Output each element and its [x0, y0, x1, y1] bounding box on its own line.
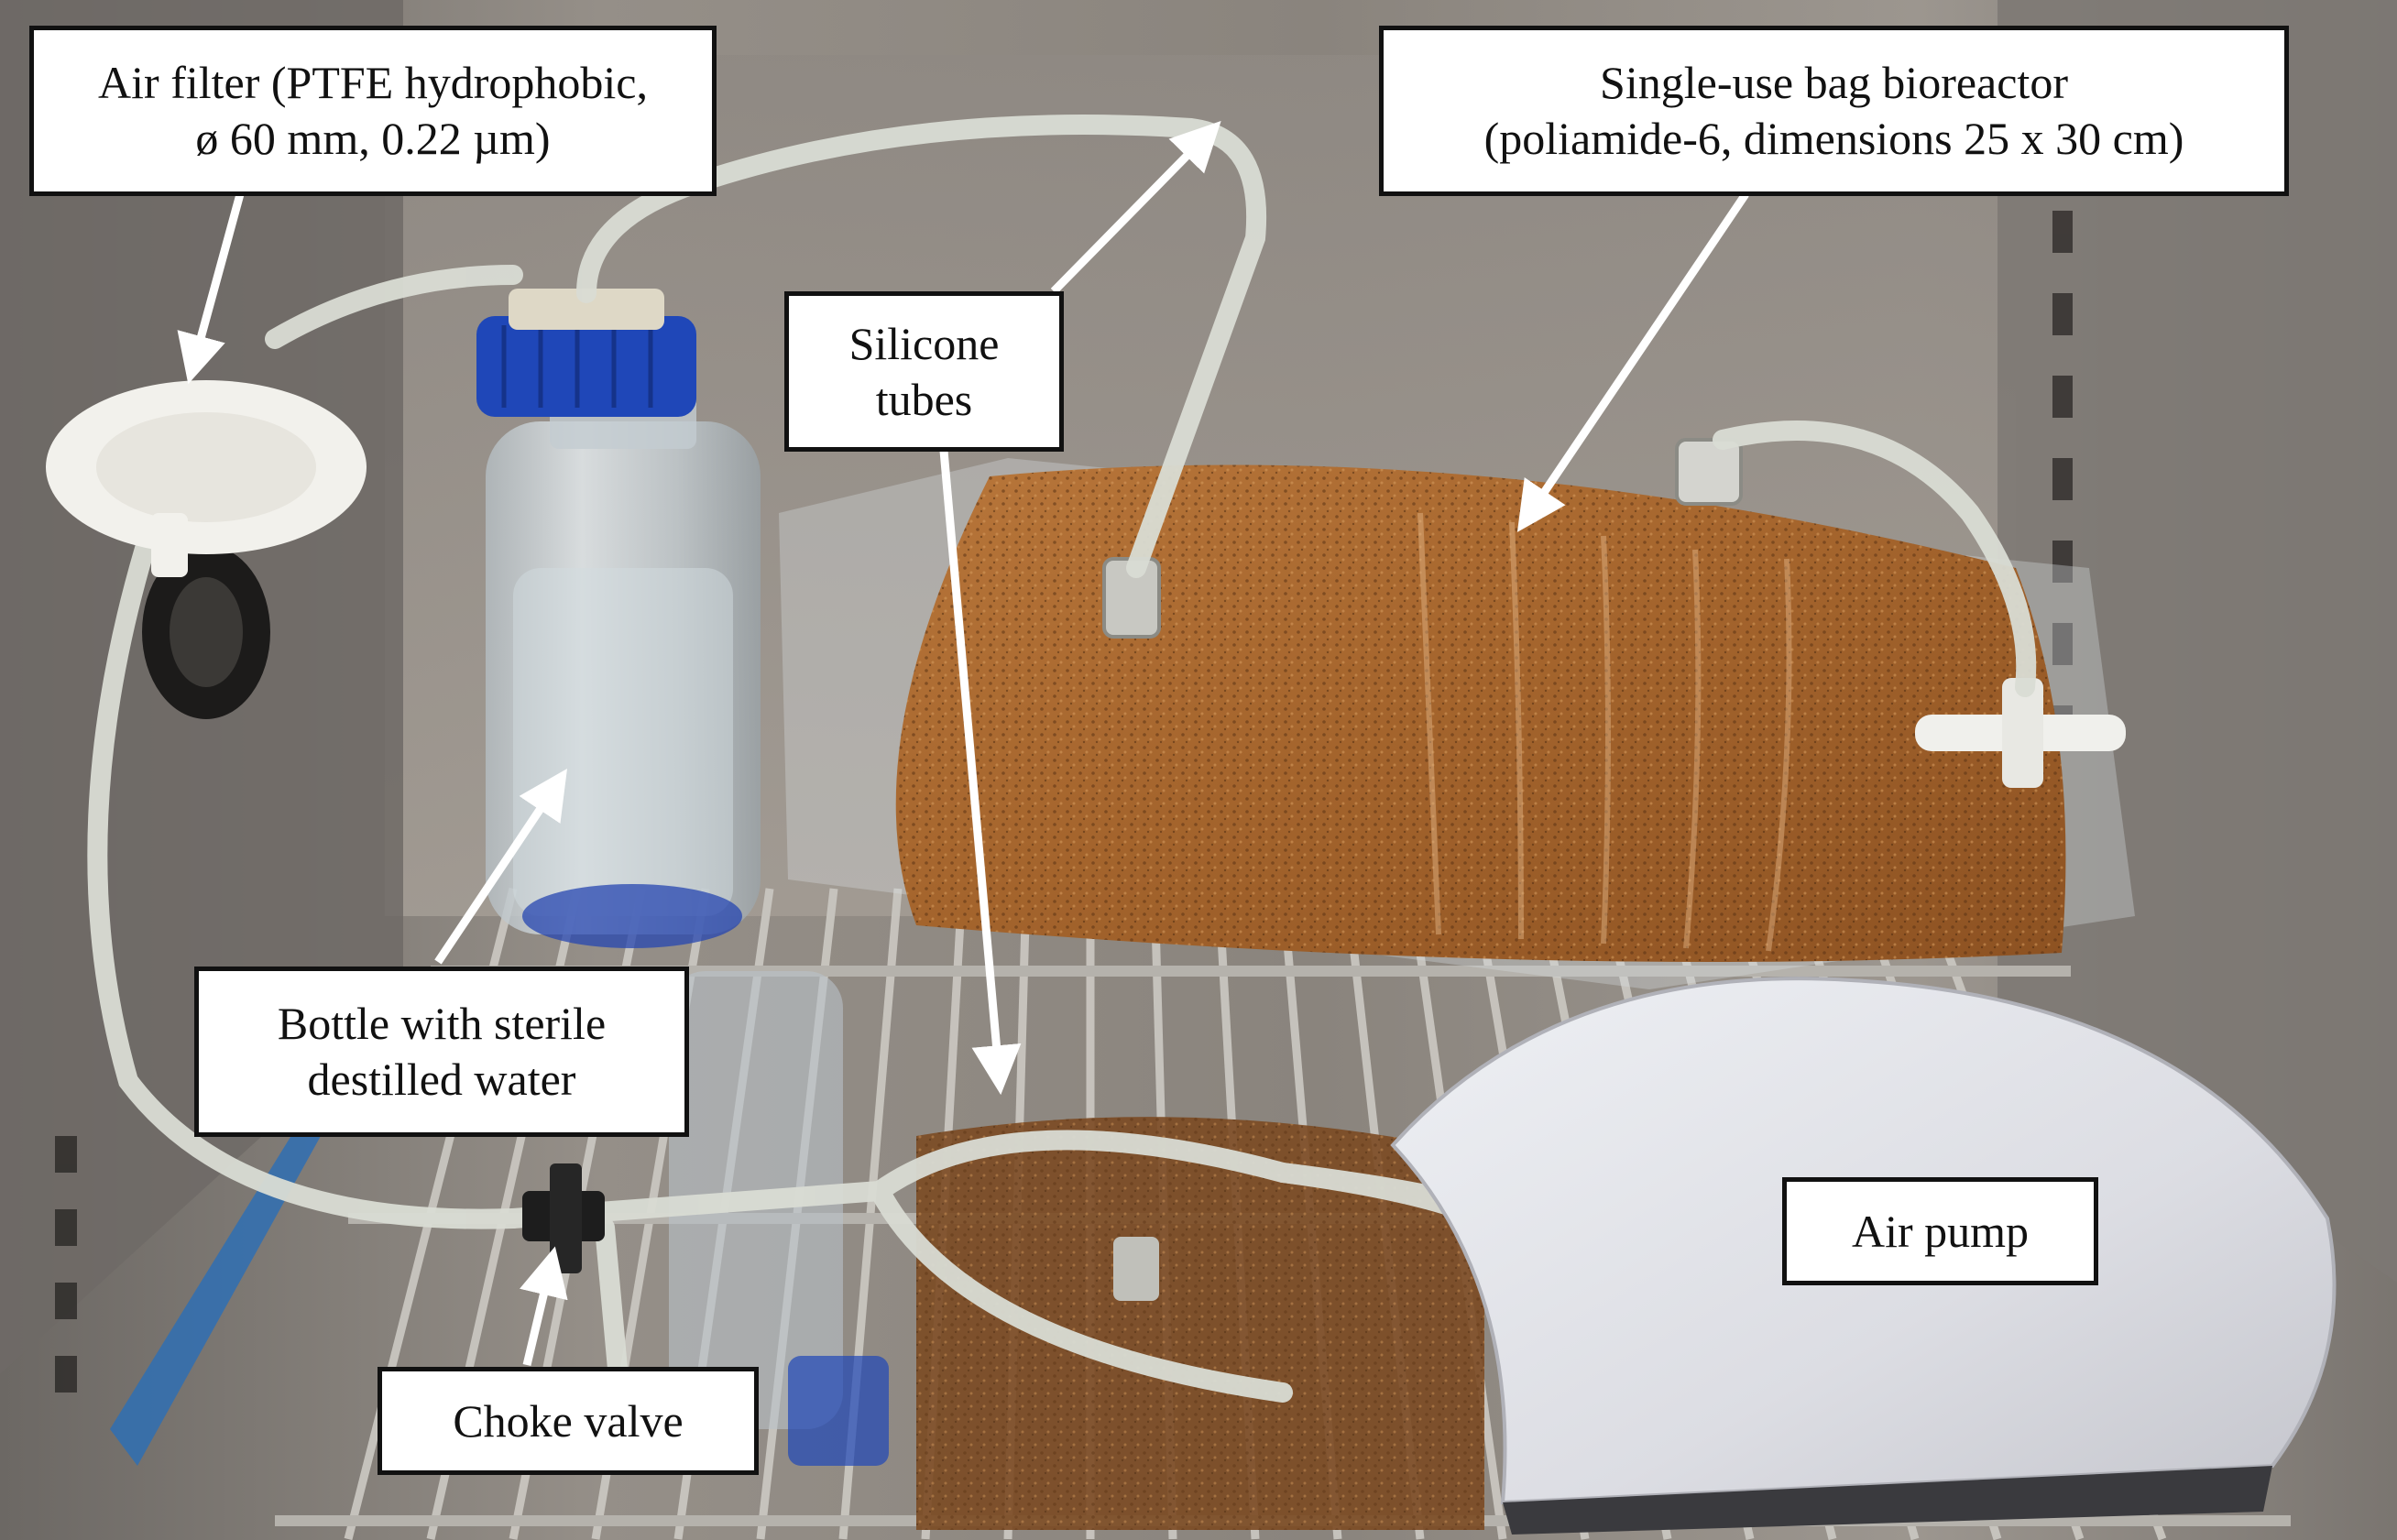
label-air-pump: Air pump	[1782, 1177, 2098, 1285]
label-silicone-tubes: Silicone tubes	[784, 291, 1064, 452]
label-bottle-line-1: Bottle with sterile	[277, 998, 607, 1049]
label-bag-bioreactor-line-2: (poliamide-6, dimensions 25 x 30 cm)	[1483, 113, 2184, 164]
label-bottle-line-2: destilled water	[307, 1054, 576, 1105]
label-silicone-tubes-line-2: tubes	[875, 373, 973, 425]
label-choke-valve-line-1: Choke valve	[453, 1394, 684, 1447]
label-air-filter-line-1: Air filter (PTFE hydrophobic,	[98, 57, 648, 108]
label-choke-valve: Choke valve	[378, 1367, 759, 1475]
label-bag-bioreactor: Single-use bag bioreactor (poliamide-6, …	[1379, 26, 2289, 196]
label-air-filter-line-2: ø 60 mm, 0.22 µm)	[195, 113, 551, 164]
label-silicone-tubes-line-1: Silicone	[848, 317, 1000, 369]
label-air-filter: Air filter (PTFE hydrophobic, ø 60 mm, 0…	[29, 26, 717, 196]
label-bottle: Bottle with sterile destilled water	[194, 967, 689, 1137]
label-air-pump-line-1: Air pump	[1851, 1205, 2030, 1257]
label-bag-bioreactor-line-1: Single-use bag bioreactor	[1600, 57, 2068, 108]
